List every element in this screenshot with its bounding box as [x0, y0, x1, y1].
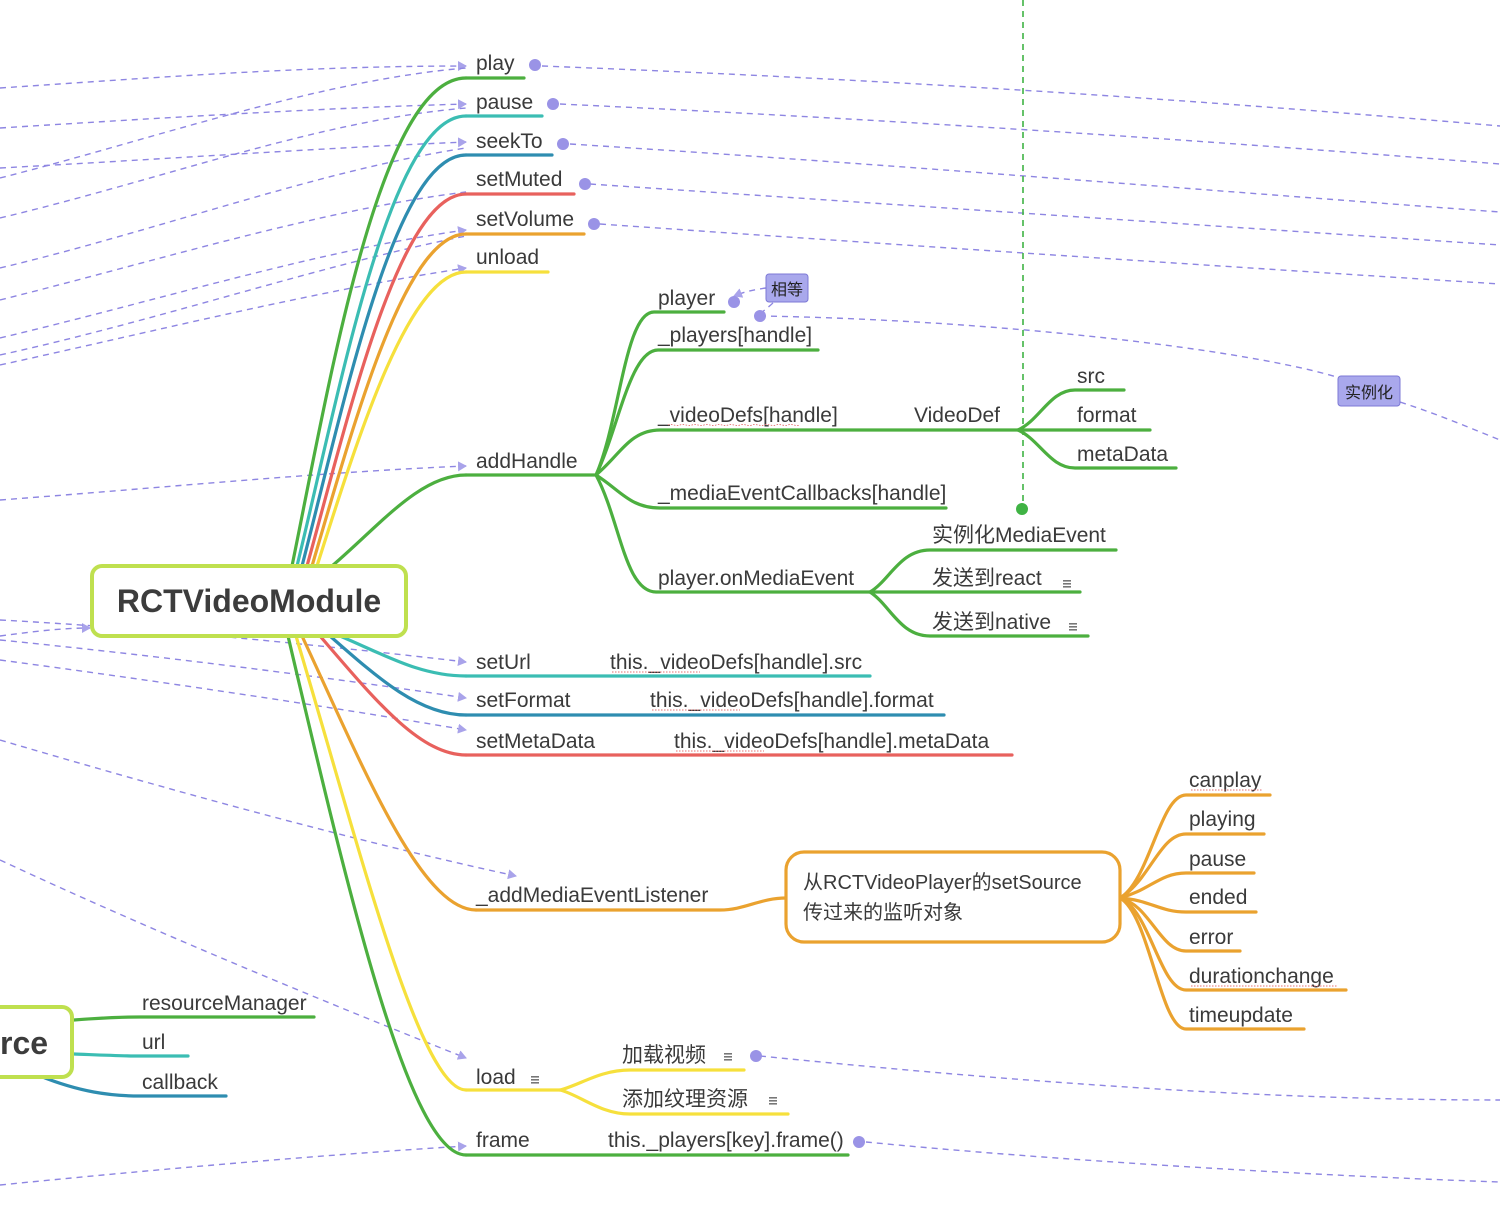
load-branches	[558, 1068, 790, 1116]
green-anchor-dot	[1016, 503, 1028, 515]
node-seturl-value[interactable]: this._videoDefs[handle].src	[610, 651, 862, 674]
node-player[interactable]: player	[658, 287, 715, 310]
node-add-texture[interactable]: 添加纹理资源	[622, 1088, 748, 1111]
tag-equal-text: 相等	[771, 281, 803, 299]
method-underlines	[464, 76, 1014, 1157]
note-icon	[769, 1097, 777, 1105]
node-url[interactable]: url	[142, 1031, 165, 1054]
note-icon	[1069, 623, 1077, 631]
node-setformat-value[interactable]: this._videoDefs[handle].format	[650, 689, 934, 712]
node-send-to-native[interactable]: 发送到native	[932, 611, 1051, 634]
node-instantiate-mediaevent[interactable]: 实例化MediaEvent	[932, 524, 1106, 547]
node-mediaeventcallbacks[interactable]: _mediaEventCallbacks[handle]	[657, 482, 946, 505]
node-event-timeupdate[interactable]: timeupdate	[1189, 1004, 1293, 1027]
note-icon	[724, 1053, 732, 1061]
node-event-playing[interactable]: playing	[1189, 808, 1256, 831]
secondary-root-node[interactable]: rce	[0, 1005, 74, 1079]
node-resourcemanager[interactable]: resourceManager	[142, 992, 307, 1015]
tag-instantiate[interactable]: 实例化	[1337, 375, 1401, 407]
node-src[interactable]: src	[1077, 365, 1105, 388]
node-videodefs-handle[interactable]: _videoDefs[handle]	[657, 404, 838, 427]
node-event-durationchange[interactable]: durationchange	[1189, 965, 1334, 988]
node-format[interactable]: format	[1077, 404, 1137, 427]
relationship-lines	[0, 0, 1500, 1186]
node-setformat[interactable]: setFormat	[476, 689, 571, 712]
node-addhandle[interactable]: addHandle	[476, 450, 578, 473]
node-players-handle[interactable]: _players[handle]	[657, 324, 812, 347]
node-pause[interactable]: pause	[476, 91, 533, 114]
node-setvolume[interactable]: setVolume	[476, 208, 574, 231]
tag-equal[interactable]: 相等	[765, 273, 809, 303]
node-seturl[interactable]: setUrl	[476, 651, 531, 674]
node-send-to-react[interactable]: 发送到react	[932, 567, 1042, 590]
note-icon	[1063, 580, 1071, 588]
secondary-branches	[38, 1015, 316, 1098]
node-frame-value[interactable]: this._players[key].frame()	[608, 1129, 844, 1152]
addhandle-branches	[594, 310, 1178, 638]
node-addmediaeventlistener[interactable]: _addMediaEventListener	[475, 884, 708, 907]
secondary-root-title: rce	[0, 1025, 48, 1061]
tag-instantiate-text: 实例化	[1345, 384, 1393, 402]
node-onmediaevent[interactable]: player.onMediaEvent	[658, 567, 854, 590]
node-event-ended[interactable]: ended	[1189, 886, 1247, 909]
node-videodef[interactable]: VideoDef	[914, 404, 1000, 427]
node-unload[interactable]: unload	[476, 246, 539, 269]
root-branches	[286, 76, 478, 1157]
node-metadata[interactable]: metaData	[1077, 443, 1168, 466]
listener-note-line1: 从RCTVideoPlayer的setSource	[803, 871, 1082, 894]
root-title: RCTVideoModule	[117, 583, 381, 619]
node-setmetadata[interactable]: setMetaData	[476, 730, 595, 753]
node-event-pause[interactable]: pause	[1189, 848, 1246, 871]
listener-note-line2: 传过来的监听对象	[803, 901, 963, 924]
note-icon	[531, 1076, 539, 1084]
node-seekto[interactable]: seekTo	[476, 130, 543, 153]
relation-dots	[529, 59, 865, 1148]
node-callback[interactable]: callback	[142, 1071, 218, 1094]
node-setmuted[interactable]: setMuted	[476, 168, 562, 191]
listener-branches	[1118, 793, 1348, 1031]
node-event-canplay[interactable]: canplay	[1189, 769, 1262, 792]
node-load-video[interactable]: 加载视频	[622, 1044, 706, 1067]
listener-note-node[interactable]: 从RCTVideoPlayer的setSource 传过来的监听对象	[784, 850, 1122, 944]
node-event-error[interactable]: error	[1189, 926, 1233, 949]
root-node[interactable]: RCTVideoModule	[90, 564, 408, 638]
node-frame[interactable]: frame	[476, 1129, 530, 1152]
node-play[interactable]: play	[476, 52, 515, 75]
node-setmetadata-value[interactable]: this._videoDefs[handle].metaData	[674, 730, 990, 753]
node-load[interactable]: load	[476, 1066, 516, 1089]
